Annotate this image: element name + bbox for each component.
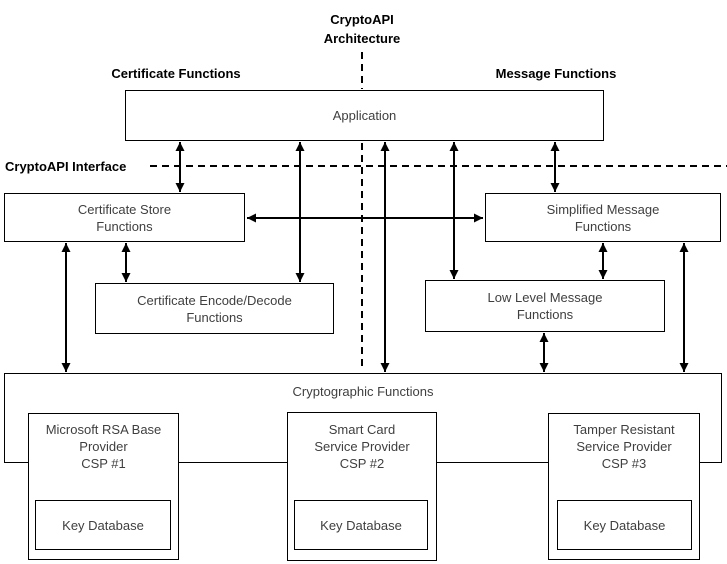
diagram-title: CryptoAPI Architecture (323, 12, 401, 46)
application-box: Application (125, 90, 604, 141)
certificate-functions-label: Certificate Functions (111, 66, 241, 81)
csp3-key-database-box: Key Database (557, 500, 692, 550)
low-level-message-functions-box: Low Level Message Functions (425, 280, 665, 332)
certificate-encode-decode-functions-box: Certificate Encode/Decode Functions (95, 283, 334, 334)
certificate-store-functions-box: Certificate Store Functions (4, 193, 245, 242)
message-functions-label: Message Functions (495, 66, 617, 81)
csp1-key-database-box: Key Database (35, 500, 171, 550)
simplified-message-functions-box: Simplified Message Functions (485, 193, 721, 242)
cryptoapi-interface-label: CryptoAPI Interface (5, 159, 127, 174)
csp2-key-database-box: Key Database (294, 500, 428, 550)
